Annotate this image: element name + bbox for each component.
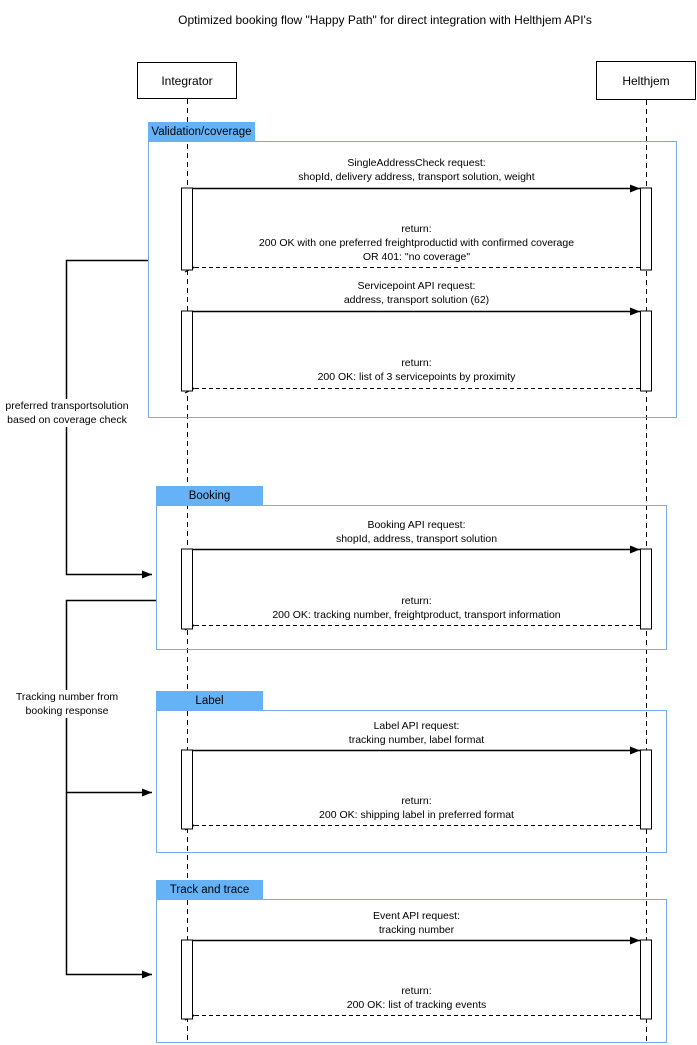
message-line: 200 OK with one preferred freightproduct…: [258, 237, 575, 249]
activation-bar-integrator-validation-2: [181, 310, 193, 392]
message-line: 200 OK: list of tracking events: [346, 999, 487, 1011]
message-label-servicepoint-request: Servicepoint API request: address, trans…: [193, 279, 640, 307]
note-tracking-number: Tracking number from booking response: [2, 690, 132, 718]
activation-bar-integrator-booking: [181, 548, 193, 630]
note-line: based on coverage check: [7, 414, 127, 426]
message-line: shopId, address, transport solution: [335, 533, 498, 545]
actor-integrator: Integrator: [137, 62, 237, 99]
message-line: OR 401: "no coverage": [362, 251, 471, 263]
section-tab-booking: Booking: [156, 486, 263, 505]
message-label-label-return: return: 200 OK: shipping label in prefer…: [193, 794, 640, 822]
message-line: return:: [401, 357, 432, 369]
message-line: 200 OK: list of 3 servicepoints by proxi…: [317, 371, 516, 383]
activation-bar-helthjem-track: [640, 939, 652, 1020]
activation-bar-helthjem-validation-1: [640, 187, 652, 271]
activation-bar-integrator-track: [181, 939, 193, 1020]
section-tab-label: Validation/coverage: [151, 125, 252, 138]
section-frame-track-and-trace: [156, 899, 667, 1043]
message-line: return:: [401, 985, 432, 997]
diagram-title: Optimized booking flow "Happy Path" for …: [178, 13, 592, 27]
message-label-booking-return: return: 200 OK: tracking number, freight…: [193, 594, 640, 622]
activation-bar-integrator-label: [181, 749, 193, 830]
section-frame-label: [156, 710, 667, 853]
activation-bar-helthjem-booking: [640, 548, 652, 630]
message-line: Label API request:: [373, 720, 460, 732]
message-label-singleaddresscheck-return: return: 200 OK with one preferred freigh…: [193, 222, 640, 264]
message-line: Booking API request:: [367, 519, 466, 531]
message-label-singleaddresscheck-request: SingleAddressCheck request: shopId, deli…: [193, 156, 640, 184]
message-label-event-return: return: 200 OK: list of tracking events: [193, 984, 640, 1012]
section-frame-validation-coverage: [148, 141, 677, 418]
note-line: Tracking number from: [15, 691, 119, 703]
message-line: return:: [401, 595, 432, 607]
section-tab-track-and-trace: Track and trace: [156, 880, 263, 899]
message-line: tracking number, label format: [348, 734, 485, 746]
activation-bar-helthjem-validation-2: [640, 310, 652, 392]
message-label-label-request: Label API request: tracking number, labe…: [193, 719, 640, 747]
message-line: tracking number: [378, 924, 455, 936]
message-line: Event API request:: [373, 910, 460, 922]
activation-bar-integrator-validation-1: [181, 187, 193, 271]
message-label-booking-request: Booking API request: shopId, address, tr…: [193, 518, 640, 546]
message-label-event-request: Event API request: tracking number: [193, 909, 640, 937]
message-line: SingleAddressCheck request:: [347, 157, 486, 169]
message-line: return:: [401, 223, 432, 235]
message-line: Servicepoint API request:: [357, 280, 476, 292]
actor-helthjem: Helthjem: [596, 61, 696, 100]
message-line: 200 OK: tracking number, freightproduct,…: [272, 609, 561, 621]
message-line: 200 OK: shipping label in preferred form…: [319, 809, 514, 821]
note-line: preferred transportsolution: [5, 400, 129, 412]
section-tab-validation-coverage: Validation/coverage: [148, 122, 255, 141]
section-tab-label: Label: [156, 691, 263, 710]
section-tab-label-text: Label: [195, 694, 224, 707]
actor-helthjem-label: Helthjem: [622, 73, 670, 88]
message-line: shopId, delivery address, transport solu…: [298, 171, 535, 183]
message-line: return:: [401, 795, 432, 807]
activation-bar-helthjem-label: [640, 749, 652, 830]
section-frame-booking: [156, 505, 667, 650]
note-line: booking response: [25, 705, 109, 717]
actor-integrator-label: Integrator: [161, 73, 213, 88]
connector-to-track-and-trace: [65, 792, 152, 979]
section-tab-label: Booking: [188, 489, 231, 502]
note-preferred-transportsolution: preferred transportsolution based on cov…: [2, 399, 132, 427]
message-line: address, transport solution (62): [343, 294, 490, 306]
message-label-servicepoint-return: return: 200 OK: list of 3 servicepoints …: [193, 356, 640, 384]
section-tab-label: Track and trace: [169, 883, 250, 896]
